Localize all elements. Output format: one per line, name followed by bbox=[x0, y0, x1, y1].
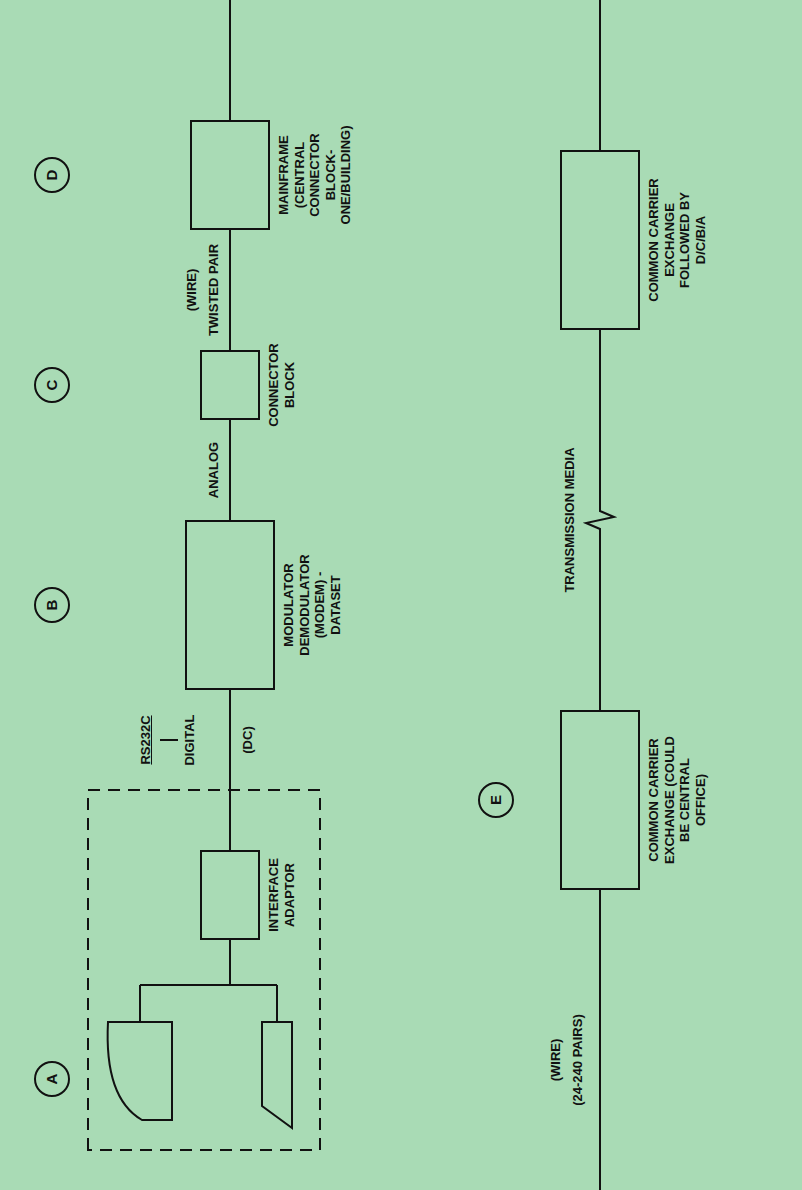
medium-label: (24-240 PAIRS) bbox=[570, 1014, 586, 1106]
connector-line bbox=[586, 330, 614, 710]
box-caption: CONNECTOR BLOCK bbox=[266, 335, 297, 435]
dashed-enclosure bbox=[88, 790, 320, 1150]
medium-label: (WIRE) bbox=[548, 1039, 564, 1082]
incoming-wire bbox=[599, 890, 601, 1190]
box-caption: COMMON CARRIER EXCHANGE (COULD BE CENTRA… bbox=[646, 735, 708, 865]
box-caption: COMMON CARRIER EXCHANGE FOLLOWED BY D/C/… bbox=[646, 175, 708, 305]
monitor-symbol bbox=[108, 1022, 172, 1120]
outgoing-wire bbox=[229, 0, 231, 120]
edge-label: TRANSMISSION MEDIA bbox=[562, 447, 578, 592]
modem-box: MODULATOR DEMODULATOR (MODEM) -DATASET bbox=[185, 520, 275, 690]
box-caption: MODULATOR DEMODULATOR (MODEM) -DATASET bbox=[281, 545, 343, 665]
callout-circle: A bbox=[34, 1061, 70, 1097]
callout-circle: B bbox=[34, 587, 70, 623]
adaptor-box: INTERFACE ADAPTOR bbox=[200, 850, 260, 940]
keyboard-symbol bbox=[262, 1022, 292, 1128]
callout-letter: C bbox=[43, 380, 61, 391]
callout-letter: E bbox=[487, 795, 505, 805]
edge-label: TWISTED PAIR bbox=[206, 244, 222, 336]
exchange-box: COMMON CARRIER EXCHANGE FOLLOWED BY D/C/… bbox=[560, 150, 640, 330]
edge-label: ANALOG bbox=[206, 442, 222, 498]
connector-line bbox=[229, 690, 231, 850]
callout-letter: A bbox=[43, 1074, 61, 1085]
terminal-wire bbox=[140, 940, 277, 1022]
connector-line bbox=[229, 230, 231, 350]
connector-line bbox=[229, 420, 231, 520]
box-caption: MAINFRAME (CENTRAL CONNECTOR BLOCK- ONE/… bbox=[276, 113, 354, 238]
signal-label: (DC) bbox=[240, 726, 256, 753]
mainframe-box: MAINFRAME (CENTRAL CONNECTOR BLOCK- ONE/… bbox=[190, 120, 270, 230]
connector-block-box: CONNECTOR BLOCK bbox=[200, 350, 260, 420]
medium-label: (WIRE) bbox=[184, 269, 200, 312]
box-caption: INTERFACE ADAPTOR bbox=[266, 840, 297, 950]
signal-label: DIGITAL bbox=[182, 714, 198, 765]
callout-circle: C bbox=[34, 367, 70, 403]
exchange-box: COMMON CARRIER EXCHANGE (COULD BE CENTRA… bbox=[560, 710, 640, 890]
callout-letter: D bbox=[43, 170, 61, 181]
callout-circle: D bbox=[34, 157, 70, 193]
signal-label: RS232C bbox=[138, 715, 154, 764]
callout-circle: E bbox=[478, 782, 514, 818]
outgoing-wire bbox=[599, 0, 601, 150]
callout-letter: B bbox=[43, 600, 61, 611]
tick-mark bbox=[160, 739, 178, 741]
